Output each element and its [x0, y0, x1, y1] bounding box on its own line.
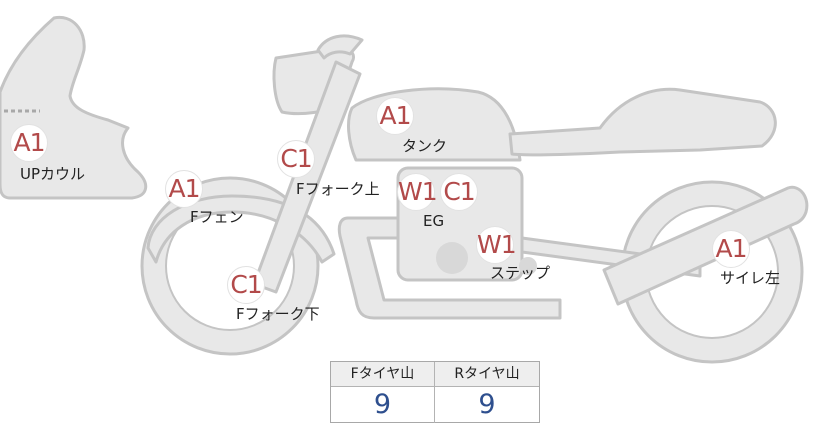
up-cowl-grade: A1	[10, 124, 48, 162]
tire-tread-table: Fタイヤ山 Rタイヤ山 9 9	[330, 361, 540, 423]
f-fork-upper-label: Fフォーク上	[296, 180, 380, 198]
silencer-left-label: サイレ左	[720, 269, 781, 287]
handlebar-shape	[316, 34, 364, 60]
engine-grade-w1: W1	[397, 173, 438, 211]
rear-tire-header: Rタイヤ山	[435, 362, 539, 387]
seat-shape	[508, 87, 777, 157]
rear-tire-value: 9	[478, 389, 496, 420]
f-fender-grade: A1	[165, 170, 203, 208]
front-fork-shape	[252, 60, 362, 294]
f-fork-lower-grade: C1	[227, 266, 265, 304]
tank-label: タンク	[402, 137, 448, 155]
f-fender-label: Fフェン	[190, 208, 244, 226]
engine-grade-c1: C1	[440, 173, 478, 211]
engine-label: EG	[423, 212, 445, 230]
silencer-shape	[602, 185, 809, 306]
front-tire-value: 9	[331, 387, 435, 423]
tank-grade: A1	[376, 97, 414, 135]
step-grade: W1	[476, 226, 517, 264]
f-fork-upper-grade: C1	[277, 140, 315, 178]
f-fork-lower-label: Fフォーク下	[236, 305, 320, 323]
silencer-left-grade: A1	[712, 230, 750, 268]
front-tire-header: Fタイヤ山	[331, 362, 435, 387]
step-label: ステップ	[490, 264, 551, 282]
up-cowl-label: UPカウル	[20, 165, 86, 183]
